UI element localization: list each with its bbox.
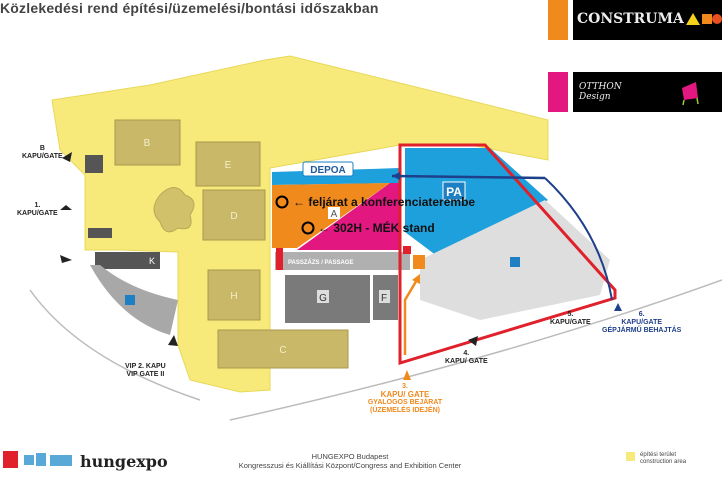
building-b[interactable] xyxy=(114,119,181,166)
gate-b-building xyxy=(85,155,103,173)
svg-text:E: E xyxy=(225,160,232,171)
passage-label: PASSZÁZS / PASSAGE xyxy=(288,259,353,266)
building-e[interactable] xyxy=(195,141,261,187)
building-h[interactable] xyxy=(207,269,261,321)
otthon-color-bar xyxy=(548,72,568,112)
annotation-mek-stand: ← 302H - MÉK stand xyxy=(318,221,435,235)
svg-text:G: G xyxy=(319,293,327,304)
road xyxy=(29,279,722,421)
building-d[interactable] xyxy=(202,189,266,241)
depo-label: DEPOA xyxy=(310,165,346,176)
hungexpo-logo: hungexpo xyxy=(80,452,168,471)
otthon-logo-text: OTTHON Design xyxy=(579,82,622,102)
construma-logo: CONSTRUMA xyxy=(573,0,722,40)
map-title: Közlekedési rend építési/üzemelési/bontá… xyxy=(0,0,379,16)
armchair-icon xyxy=(682,82,699,106)
parking-icon xyxy=(125,295,135,305)
legend: építési terület construction area xyxy=(640,452,686,466)
svg-text:B: B xyxy=(144,138,151,149)
pool xyxy=(153,187,195,233)
svg-text:A: A xyxy=(331,209,338,220)
svg-text:C: C xyxy=(279,345,286,356)
hall-a-magenta[interactable] xyxy=(297,183,400,250)
pedestrian-arrow xyxy=(403,277,420,355)
entry-arrow xyxy=(391,174,546,180)
annotation-conference-entrance: ← feljárat a konferenciaterembe xyxy=(293,195,476,209)
footer-venue: HUNGEXPO Budapest Kongresszusi és Kiállí… xyxy=(190,452,510,470)
gate-4-label[interactable]: 4.KAPU/ GATE xyxy=(445,350,488,365)
building-k[interactable] xyxy=(95,252,160,269)
parking-a-label: PA xyxy=(446,185,462,199)
gate-5-label[interactable]: 5.KAPU/GATE xyxy=(550,311,591,326)
mek-stand-marker[interactable] xyxy=(301,221,315,235)
otthon-design-logo: OTTHON Design xyxy=(573,72,722,112)
conference-entrance-marker[interactable] xyxy=(275,195,289,209)
gate-b-arrow xyxy=(62,152,72,162)
svg-text:H: H xyxy=(230,291,237,302)
legend-swatch xyxy=(626,452,635,461)
hungexpo-red-mark xyxy=(3,451,18,468)
legend-line-1: építési terület xyxy=(640,452,677,458)
shapes-icon xyxy=(686,13,722,25)
building-c[interactable] xyxy=(217,329,349,369)
svg-text:D: D xyxy=(230,211,237,222)
construma-color-bar xyxy=(548,0,568,40)
footer-line-2: Kongresszusi és Kiállítási Központ/Congr… xyxy=(238,461,462,470)
passage xyxy=(275,252,410,270)
svg-text:F: F xyxy=(381,293,387,304)
gate-arrow xyxy=(60,255,72,263)
hospital-building xyxy=(88,228,112,238)
footer-line-1: HUNGEXPO Budapest xyxy=(311,452,389,461)
svg-text:K: K xyxy=(149,256,155,266)
legend-line-2: construction area xyxy=(640,459,687,465)
gate-1-arrow xyxy=(60,205,72,210)
gate-1-label[interactable]: 1.KAPU/GATE xyxy=(17,202,58,217)
gate-vip-arrow xyxy=(168,335,178,346)
construma-logo-text: CONSTRUMA xyxy=(577,11,684,27)
vehicle-route xyxy=(398,143,617,366)
gate-4-arrow xyxy=(468,336,478,346)
